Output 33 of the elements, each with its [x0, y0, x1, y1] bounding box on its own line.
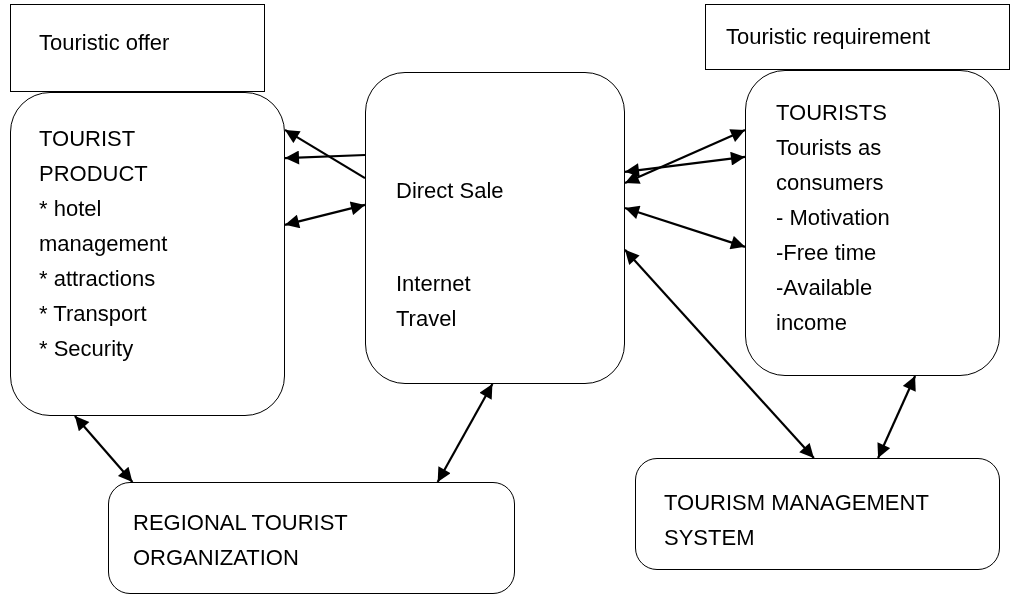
node-text: Touristic offer — [39, 29, 171, 57]
arrow — [877, 375, 917, 459]
node-text: Tourists as consumers — [776, 134, 885, 197]
label-box — [705, 4, 1010, 70]
node-text: -Available income — [776, 274, 874, 337]
label-box — [10, 4, 265, 92]
arrow — [436, 383, 494, 483]
arrow — [624, 151, 746, 178]
node-text: * Security — [39, 335, 135, 363]
arrow — [74, 415, 134, 483]
node-text: - Motivation — [776, 204, 891, 232]
rounded-box — [10, 92, 285, 416]
arrow — [284, 201, 366, 229]
node-text: -Free time — [776, 239, 878, 267]
node-text: Internet Travel — [396, 270, 472, 333]
node-text: TOURIST PRODUCT — [39, 125, 149, 188]
rounded-box — [108, 482, 515, 594]
node-text: TOURISM MANAGEMENT SYSTEM — [664, 489, 930, 552]
node-text: Touristic requirement — [726, 23, 932, 51]
node-text: REGIONAL TOURIST ORGANIZATION — [133, 509, 349, 572]
arrow — [284, 150, 366, 165]
node-text: Direct Sale — [396, 177, 505, 205]
rounded-box — [745, 70, 1000, 376]
arrow — [284, 128, 366, 180]
node-text: * Transport — [39, 300, 148, 328]
arrow — [624, 249, 815, 459]
node-text: * hotel management — [39, 195, 169, 258]
arrow — [624, 205, 746, 250]
rounded-box — [635, 458, 1000, 570]
node-text: TOURISTS — [776, 99, 888, 127]
arrow — [624, 128, 746, 185]
rounded-box — [365, 72, 625, 384]
node-text: * attractions — [39, 265, 157, 293]
